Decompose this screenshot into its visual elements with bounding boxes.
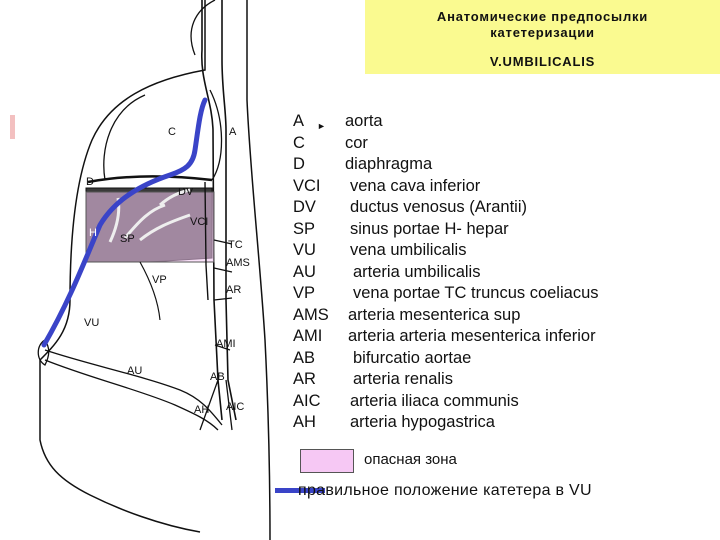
legend-desc: diaphragma xyxy=(345,155,433,173)
legend-desc: arteria iliaca communis xyxy=(350,391,519,410)
legend-abbr: AIC xyxy=(293,391,321,410)
legend-desc: vena portae TC truncus coeliacus xyxy=(353,284,599,302)
legend-abbr: VCI xyxy=(293,176,321,195)
vena-portae xyxy=(139,261,161,321)
label-VU: VU xyxy=(84,317,99,329)
label-AH: AH xyxy=(194,404,209,416)
danger-zone xyxy=(85,191,215,263)
legend-desc: arteria arteria mesenterica inferior xyxy=(348,327,596,345)
aorta xyxy=(200,0,223,421)
legend-desc: arteria umbilicalis xyxy=(353,262,481,281)
danger-zone-label: опасная зона xyxy=(364,451,457,468)
legend-desc: arteria mesenterica sup xyxy=(348,305,521,324)
legend-desc: ductus venosus (Arantii) xyxy=(350,198,527,216)
legend-abbr: AB xyxy=(293,348,316,367)
legend-abbr: D xyxy=(293,155,305,173)
umbilicus xyxy=(37,339,50,366)
catheter-label: правильное положение катетера в VU xyxy=(298,482,592,499)
title: Анатомические предпосылки катетеризации xyxy=(365,9,720,41)
label-D: D xyxy=(86,176,94,188)
label-H: H xyxy=(89,227,97,239)
body-outline xyxy=(39,0,206,533)
label-AMS: AMS xyxy=(226,257,250,269)
diaphragma xyxy=(87,175,213,184)
label-AMI: AMI xyxy=(216,338,236,350)
spine-outline xyxy=(246,0,271,540)
title-line1: Анатомические предпосылки xyxy=(436,9,649,24)
legend-desc: arteria hypogastrica xyxy=(350,413,495,431)
label-AR: AR xyxy=(226,284,241,296)
label-AU: AU xyxy=(127,365,142,377)
legend-desc: bifurcatio aortae xyxy=(353,348,472,367)
legend-abbr: SP xyxy=(293,219,316,238)
legend-desc: arteria renalis xyxy=(353,370,453,388)
legend-abbr: AR xyxy=(293,370,316,388)
label-SP: SP xyxy=(120,233,135,245)
title-line2: катетеризации xyxy=(490,25,595,40)
label-DV: DV xyxy=(178,186,194,198)
legend-abbr: AMS xyxy=(293,305,329,324)
ar-vessel xyxy=(213,297,233,301)
arch xyxy=(190,0,216,56)
label-VP: VP xyxy=(152,274,167,286)
legend-abbr: AU xyxy=(293,262,316,281)
label-A: A xyxy=(229,126,237,138)
legend-desc: aorta xyxy=(345,112,383,130)
label-AIC: AIC xyxy=(226,401,244,413)
catheter-swatch xyxy=(275,488,325,493)
label-AB: AB xyxy=(210,371,225,383)
legend-arrow-icon: ► xyxy=(317,121,326,131)
legend-desc: vena cava inferior xyxy=(350,176,481,195)
subtitle: V.UMBILICALIS xyxy=(489,54,596,69)
legend-abbr: AH xyxy=(293,413,316,431)
legend-desc: vena umbilicalis xyxy=(350,241,467,259)
heart-outline xyxy=(103,89,223,181)
ams-vessel xyxy=(213,267,233,273)
legend-abbr: C xyxy=(293,133,305,152)
label-C: C xyxy=(168,126,176,138)
arteria-umbilicalis-2 xyxy=(44,359,219,431)
label-VCI: VCI xyxy=(190,216,208,228)
legend-abbr: A xyxy=(293,112,305,130)
vena-cava-inferior xyxy=(204,181,209,301)
title-box: Анатомические предпосылки катетеризации … xyxy=(365,0,720,74)
legend-abbr: DV xyxy=(293,198,316,216)
ami-vessel xyxy=(214,344,231,351)
legend-desc: cor xyxy=(345,133,368,152)
catheter-line xyxy=(41,97,208,348)
legend-abbr: VU xyxy=(293,241,316,259)
arteria-iliaca xyxy=(199,379,233,431)
danger-zone-swatch xyxy=(300,449,354,473)
legend-abbr: VP xyxy=(293,284,316,302)
vessel-branches xyxy=(108,188,191,243)
anatomy-diagram: C A D DV VCI H SP TC AMS VP AR VU AMI AU… xyxy=(37,0,271,540)
legend-abbr: AMI xyxy=(293,327,323,345)
truncus-coeliacus xyxy=(213,239,233,245)
arteria-umbilicalis xyxy=(44,349,223,426)
red-mark xyxy=(10,115,15,139)
aorta-wall xyxy=(221,0,237,421)
label-TC: TC xyxy=(228,239,243,251)
legend-desc: sinus portae H- hepar xyxy=(350,219,509,238)
